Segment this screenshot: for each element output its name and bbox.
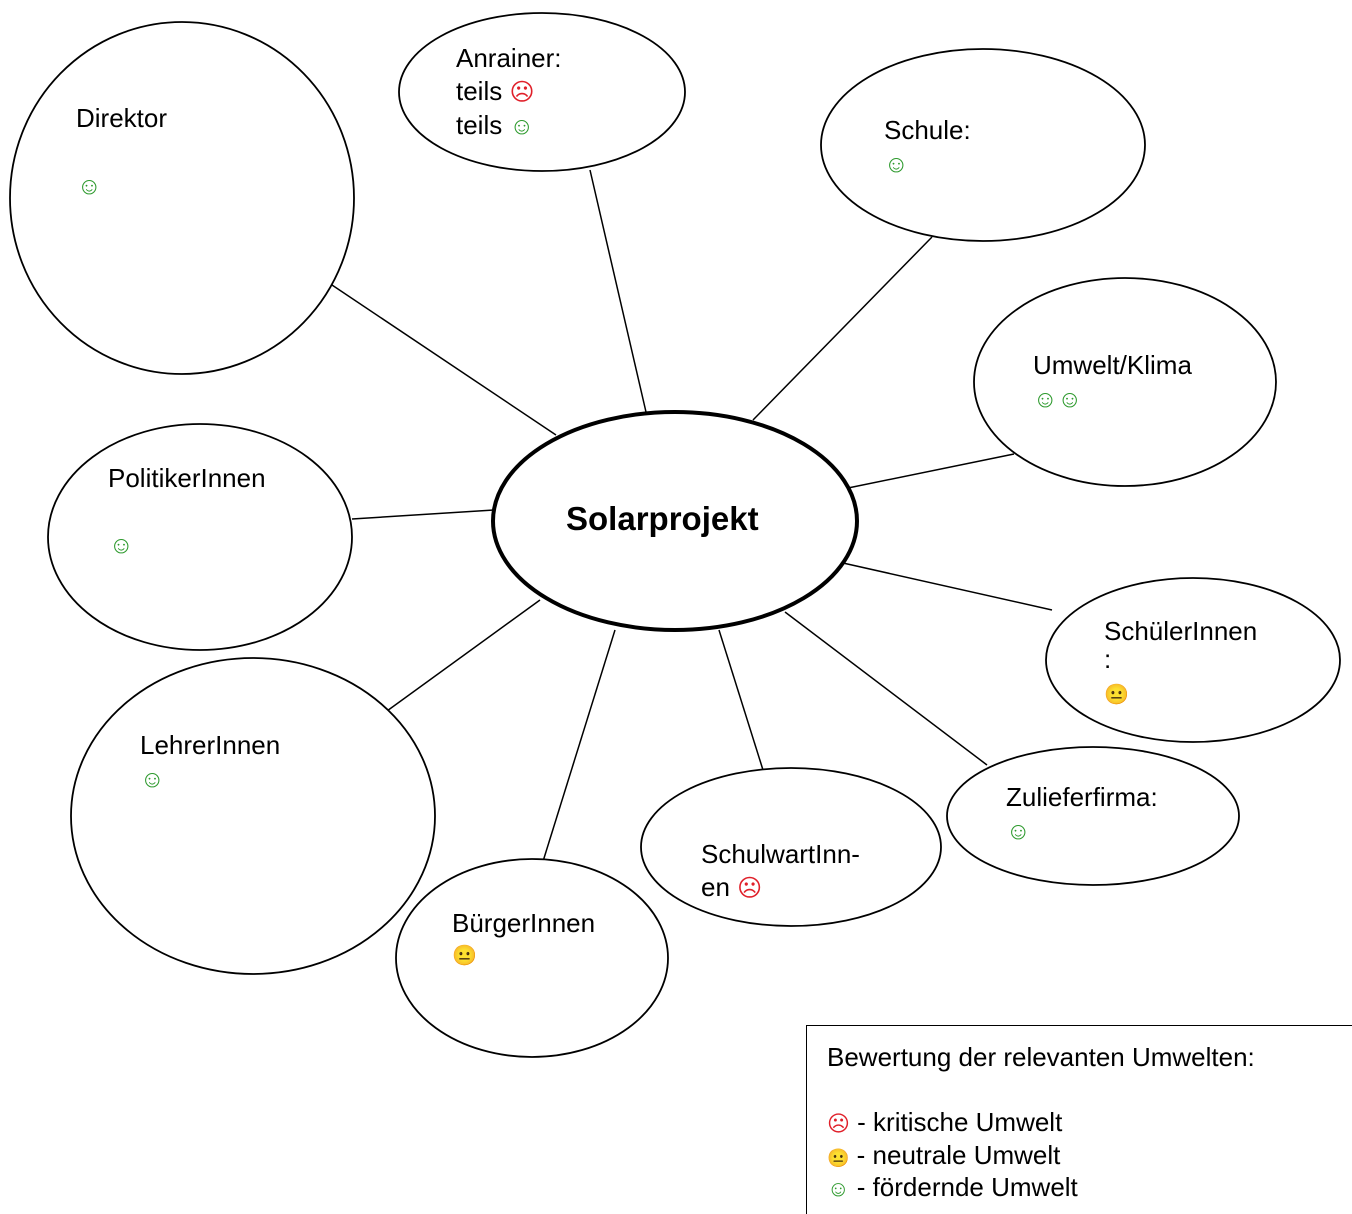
- positive-smiley-icon: ☺: [140, 766, 165, 793]
- node-politiker-label: PolitikerInnen: [108, 462, 266, 495]
- node-schulwart-label: SchulwartInn- en ☹: [701, 838, 860, 905]
- node-direktor-label: Direktor: [76, 102, 167, 135]
- node-lehrer-ellipse: [70, 657, 436, 975]
- positive-smiley-icon: ☺: [109, 532, 134, 559]
- connector-direktor: [328, 282, 557, 436]
- node-schueler-title: SchülerInnen: [1104, 616, 1258, 646]
- node-umwelt-ellipse: [973, 277, 1277, 487]
- neutral-face-icon: 😐: [452, 945, 477, 967]
- node-buerger-title: BürgerInnen: [452, 908, 596, 938]
- legend-box: Bewertung der relevanten Umwelten: ☹ - k…: [806, 1025, 1352, 1214]
- node-schueler-colon: :: [1104, 644, 1112, 674]
- positive-smiley-icon: ☺: [1006, 818, 1031, 845]
- positive-smiley-icon: ☺: [1057, 386, 1083, 413]
- connector-buerger: [539, 629, 616, 872]
- neutral-face-icon: 😐: [1104, 684, 1129, 706]
- node-anrainer-title: Anrainer:: [456, 43, 562, 73]
- positive-smiley-icon: ☺: [509, 113, 534, 140]
- node-anrainer-line2: teils: [456, 76, 503, 106]
- legend-item-neutral-text: - neutrale Umwelt: [856, 1140, 1061, 1170]
- node-lehrer-title: LehrerInnen: [140, 730, 281, 760]
- legend-item-supportive-text: - fördernde Umwelt: [856, 1172, 1078, 1202]
- node-schueler-label: SchülerInnen: [1104, 615, 1257, 648]
- node-politiker-ellipse: [47, 423, 353, 651]
- connector-schueler: [842, 562, 1053, 611]
- node-anrainer-label: Anrainer: teils ☹ teils ☺: [456, 42, 562, 143]
- node-schulwart-line1: SchulwartInn-: [701, 839, 860, 869]
- node-schueler-ellipse: [1045, 577, 1341, 743]
- node-zulieferfirma-ellipse: [946, 746, 1240, 886]
- node-politiker-title: PolitikerInnen: [108, 463, 266, 493]
- node-anrainer-ellipse: [398, 12, 686, 172]
- connector-politiker: [351, 509, 495, 520]
- negative-frown-icon: ☹: [737, 875, 763, 902]
- negative-frown-icon: ☹: [827, 1111, 850, 1136]
- node-schulwart-ellipse: [640, 767, 942, 927]
- positive-smiley-icon: ☺: [827, 1176, 850, 1201]
- connector-lehrer: [379, 599, 541, 717]
- node-lehrer-label: LehrerInnen ☺: [140, 729, 280, 796]
- negative-frown-icon: ☹: [509, 79, 535, 106]
- connector-anrainer: [589, 169, 647, 413]
- connector-umwelt: [847, 453, 1015, 489]
- positive-smiley-icon: ☺: [1033, 386, 1058, 413]
- node-anrainer-line3: teils: [456, 110, 503, 140]
- positive-smiley-icon: ☺: [884, 151, 909, 178]
- neutral-face-icon: 😐: [827, 1148, 850, 1168]
- center-title: Solarprojekt: [566, 500, 759, 537]
- node-direktor-title: Direktor: [76, 103, 168, 133]
- legend-item-critical-text: - kritische Umwelt: [857, 1107, 1063, 1137]
- node-direktor-ellipse: [9, 21, 355, 375]
- positive-smiley-icon: ☺: [77, 173, 102, 200]
- node-buerger-label: BürgerInnen: [452, 907, 595, 940]
- legend-title: Bewertung der relevanten Umwelten:: [827, 1042, 1255, 1072]
- node-zulieferfirma-label: Zulieferfirma: ☺: [1006, 781, 1158, 848]
- node-umwelt-title: Umwelt/Klima: [1033, 350, 1192, 380]
- node-schulwart-line2: en: [701, 872, 730, 902]
- center-ellipse: [491, 410, 859, 632]
- legend-item-critical: ☹ - kritische Umwelt: [827, 1107, 1062, 1139]
- legend-item-neutral: 😐 - neutrale Umwelt: [827, 1140, 1060, 1173]
- node-buerger-ellipse: [395, 858, 669, 1058]
- node-schule-ellipse: [820, 48, 1146, 242]
- connector-zulieferfirma: [784, 611, 988, 766]
- node-umwelt-label: Umwelt/Klima ☺☺: [1033, 349, 1192, 416]
- legend-item-supportive: ☺ - fördernde Umwelt: [827, 1172, 1078, 1204]
- connector-schule: [752, 236, 933, 421]
- connector-schulwart: [718, 629, 764, 771]
- node-schule-title: Schule:: [884, 115, 971, 145]
- node-zulieferfirma-title: Zulieferfirma:: [1006, 782, 1158, 812]
- node-schule-label: Schule: ☺: [884, 114, 971, 181]
